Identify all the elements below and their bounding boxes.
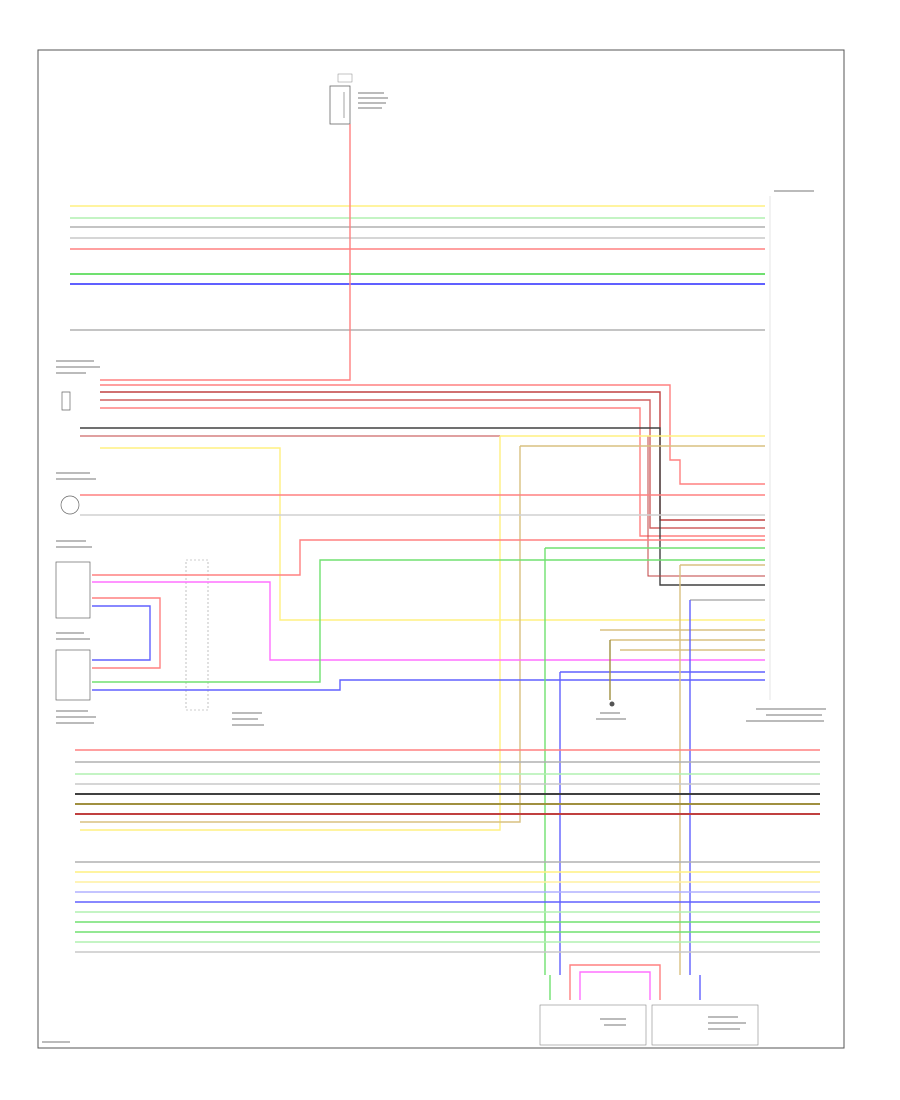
fuse-box-label [358, 92, 388, 109]
left-front-door-speaker-label [56, 710, 96, 724]
diagram-frame [37, 49, 845, 1049]
bottom-connector-wires [549, 964, 701, 1000]
speaker-icon [60, 495, 80, 515]
footer-code [42, 1041, 70, 1043]
lt-rear-door-speaker [56, 360, 100, 411]
speaker-icon [61, 391, 71, 411]
speaker-signal-wires [80, 384, 765, 975]
left-tweeter [55, 632, 91, 701]
stereo-component-amplifier [746, 190, 826, 722]
ground-icon [609, 701, 615, 707]
lower-wire-bundle-2 [75, 861, 820, 953]
right-rear-door-speaker [55, 540, 92, 619]
left-rear-door-speaker [56, 472, 96, 515]
top-wire-bundle [70, 205, 765, 331]
fuse-box-icon [329, 73, 353, 125]
ground-label [596, 712, 626, 720]
right-tweeter [539, 1004, 647, 1046]
lower-wire-bundle-1 [75, 749, 820, 815]
right-front-door-speaker [651, 1004, 759, 1046]
connector-icon [185, 559, 209, 711]
speaker-icon [539, 1004, 647, 1046]
amplifier-icon [774, 190, 814, 192]
speaker-icon [55, 561, 91, 619]
speaker-icon [55, 649, 91, 701]
junction-connector [185, 559, 264, 726]
speaker-icon [651, 1004, 759, 1046]
fuse-feed-wire [100, 124, 351, 381]
